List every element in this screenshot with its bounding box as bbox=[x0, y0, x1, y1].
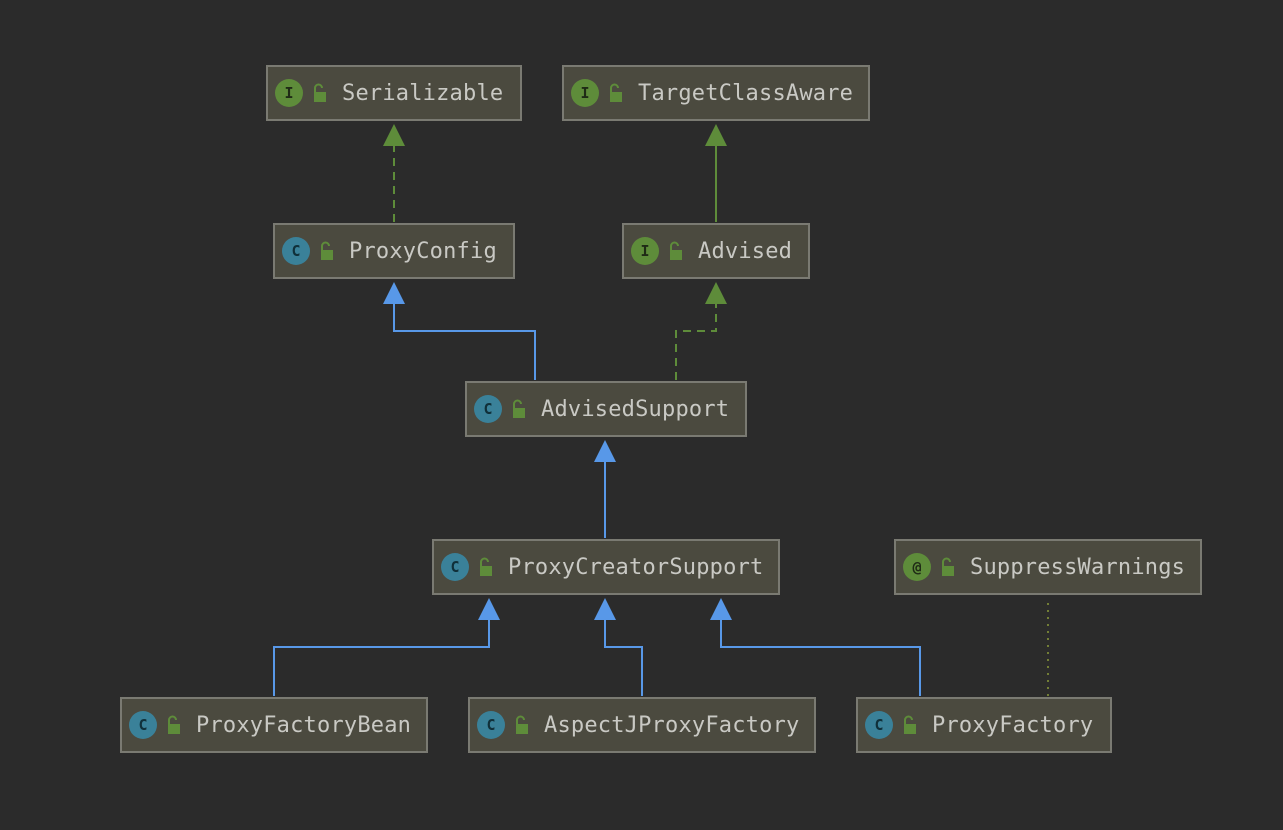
node-proxy-factory[interactable]: C ProxyFactory bbox=[856, 697, 1112, 753]
interface-icon: I bbox=[275, 79, 303, 107]
unlocked-icon bbox=[510, 397, 530, 421]
unlocked-icon bbox=[607, 81, 627, 105]
node-label: TargetClassAware bbox=[638, 80, 854, 106]
unlocked-icon bbox=[667, 239, 687, 263]
edge-advised-extends-targetclassaware bbox=[705, 124, 727, 222]
node-label: ProxyFactory bbox=[932, 712, 1094, 738]
class-icon: C bbox=[441, 553, 469, 581]
node-proxy-config[interactable]: C ProxyConfig bbox=[273, 223, 515, 279]
node-target-class-aware[interactable]: I TargetClassAware bbox=[562, 65, 870, 121]
edge-proxycreatorsupport-extends-advisedsupport bbox=[594, 440, 616, 538]
node-label: ProxyConfig bbox=[349, 238, 497, 264]
node-advised[interactable]: I Advised bbox=[622, 223, 810, 279]
node-serializable[interactable]: I Serializable bbox=[266, 65, 522, 121]
interface-icon: I bbox=[631, 237, 659, 265]
edge-advisedsupport-extends-proxyconfig bbox=[383, 282, 536, 380]
annotation-icon: @ bbox=[903, 553, 931, 581]
node-label: ProxyCreatorSupport bbox=[508, 554, 764, 580]
node-suppress-warnings[interactable]: @ SuppressWarnings bbox=[894, 539, 1202, 595]
node-proxy-factory-bean[interactable]: C ProxyFactoryBean bbox=[120, 697, 428, 753]
class-icon: C bbox=[282, 237, 310, 265]
unlocked-icon bbox=[901, 713, 921, 737]
unlocked-icon bbox=[939, 555, 959, 579]
node-proxy-creator-support[interactable]: C ProxyCreatorSupport bbox=[432, 539, 780, 595]
unlocked-icon bbox=[318, 239, 338, 263]
class-icon: C bbox=[477, 711, 505, 739]
node-advised-support[interactable]: C AdvisedSupport bbox=[465, 381, 747, 437]
edge-proxyfactorybean-extends-proxycreatorsupport bbox=[273, 598, 500, 696]
unlocked-icon bbox=[311, 81, 331, 105]
unlocked-icon bbox=[477, 555, 497, 579]
node-label: Advised bbox=[698, 238, 793, 264]
node-label: SuppressWarnings bbox=[970, 554, 1186, 580]
edge-advisedsupport-implements-advised bbox=[675, 282, 727, 380]
node-label: AspectJProxyFactory bbox=[544, 712, 800, 738]
node-label: AdvisedSupport bbox=[541, 396, 730, 422]
interface-icon: I bbox=[571, 79, 599, 107]
edge-proxyfactory-extends-proxycreatorsupport bbox=[710, 598, 921, 696]
unlocked-icon bbox=[513, 713, 533, 737]
edge-proxyconfig-implements-serializable bbox=[383, 124, 405, 222]
class-icon: C bbox=[129, 711, 157, 739]
node-label: ProxyFactoryBean bbox=[196, 712, 412, 738]
class-icon: C bbox=[865, 711, 893, 739]
node-aspectj-proxy-factory[interactable]: C AspectJProxyFactory bbox=[468, 697, 816, 753]
edge-aspectjproxyfactory-extends-proxycreatorsupport bbox=[594, 598, 643, 696]
unlocked-icon bbox=[165, 713, 185, 737]
class-icon: C bbox=[474, 395, 502, 423]
node-label: Serializable bbox=[342, 80, 504, 106]
